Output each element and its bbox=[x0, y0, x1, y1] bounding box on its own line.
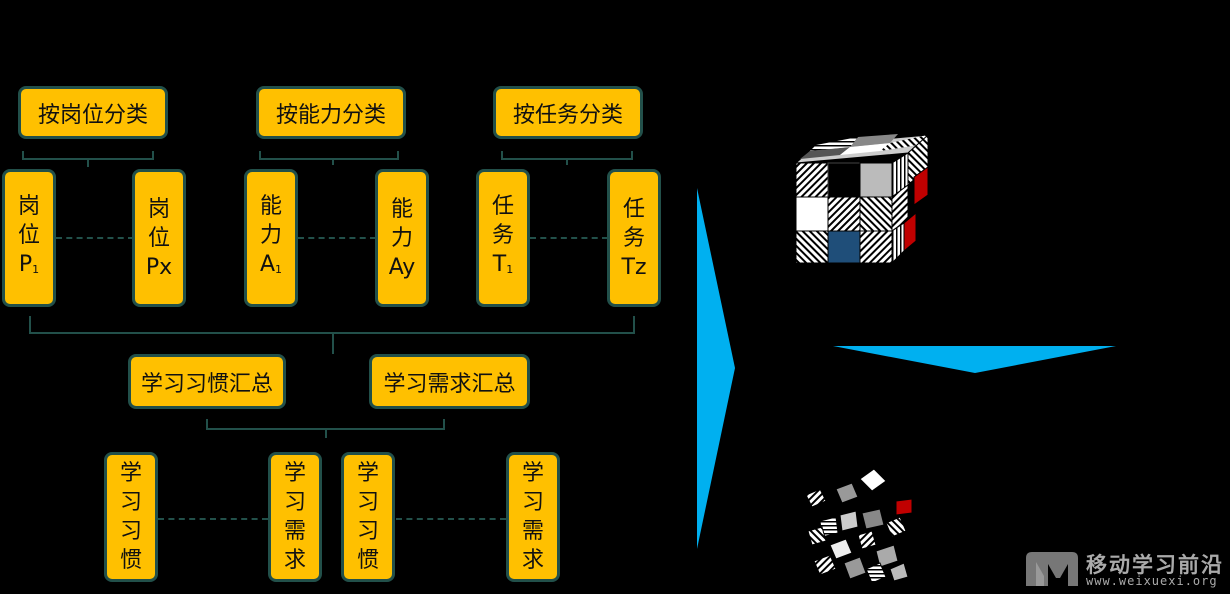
item-code-sub: 1 bbox=[275, 263, 283, 276]
item-code-main: A bbox=[259, 252, 276, 277]
item-char: 岗 bbox=[17, 194, 40, 219]
item-task-tz: 任 务 Tz bbox=[607, 169, 661, 307]
watermark-logo-icon bbox=[1026, 552, 1078, 586]
item-ability-a1: 能 力 A1 bbox=[244, 169, 298, 307]
category-label: 按任务分类 bbox=[512, 102, 623, 128]
item-study-need: 学 习 需 求 bbox=[268, 452, 322, 582]
item-char: 习 bbox=[521, 490, 544, 515]
item-char: 能 bbox=[390, 196, 413, 222]
item-code-sub: 1 bbox=[32, 263, 40, 276]
item-code-main: P bbox=[18, 252, 33, 277]
rubiks-cube-icon bbox=[794, 133, 930, 265]
brace-ability bbox=[259, 151, 399, 165]
summary-needs-box: 学习需求汇总 bbox=[369, 354, 530, 409]
item-char: 习 bbox=[119, 519, 142, 544]
item-char: 求 bbox=[521, 548, 544, 573]
item-study-habit: 学 习 习 惯 bbox=[104, 452, 158, 582]
item-code-main: T bbox=[492, 252, 507, 277]
item-char: 学 bbox=[119, 461, 142, 486]
item-char: 力 bbox=[390, 225, 413, 251]
item-char: 求 bbox=[283, 548, 306, 573]
item-code: T1 bbox=[493, 250, 513, 284]
summary-label: 学习需求汇总 bbox=[383, 371, 516, 397]
down-arrow-icon bbox=[833, 346, 1116, 373]
dashed-connector bbox=[158, 518, 268, 520]
item-char: 任 bbox=[491, 194, 514, 219]
item-position-p1: 岗 位 P1 bbox=[2, 169, 56, 307]
item-code: Px bbox=[145, 254, 173, 280]
item-char: 岗 bbox=[147, 196, 170, 222]
item-char: 能 bbox=[259, 194, 282, 219]
dashed-connector bbox=[56, 237, 134, 239]
item-ability-ay: 能 力 Ay bbox=[375, 169, 429, 307]
item-code: Ay bbox=[388, 254, 416, 280]
item-study-habit: 学 习 习 惯 bbox=[341, 452, 395, 582]
item-code-sub: 1 bbox=[506, 263, 514, 276]
item-char: 务 bbox=[491, 223, 514, 248]
brace-row1 bbox=[29, 316, 635, 354]
item-code: Tz bbox=[621, 254, 647, 280]
item-char: 习 bbox=[119, 490, 142, 515]
dashed-connector bbox=[530, 237, 608, 239]
item-char: 位 bbox=[147, 225, 170, 251]
dashed-connector bbox=[298, 237, 376, 239]
right-arrow-icon bbox=[697, 188, 735, 549]
scattered-cubes-icon bbox=[805, 468, 913, 584]
item-char: 学 bbox=[356, 461, 379, 486]
watermark-url: www.weixuexi.org bbox=[1086, 574, 1218, 588]
item-char: 学 bbox=[521, 461, 544, 486]
category-label: 按能力分类 bbox=[275, 102, 386, 128]
brace-summaries bbox=[206, 419, 445, 438]
category-label: 按岗位分类 bbox=[37, 102, 148, 128]
category-ability-box: 按能力分类 bbox=[256, 86, 406, 139]
item-char: 习 bbox=[283, 490, 306, 515]
brace-task bbox=[501, 151, 633, 165]
item-char: 需 bbox=[521, 519, 544, 544]
item-char: 习 bbox=[356, 519, 379, 544]
item-char: 力 bbox=[259, 223, 282, 248]
item-position-px: 岗 位 Px bbox=[132, 169, 186, 307]
watermark-title: 移动学习前沿 bbox=[1086, 553, 1224, 577]
item-char: 惯 bbox=[119, 548, 142, 573]
item-char: 务 bbox=[622, 225, 645, 251]
dashed-connector bbox=[396, 518, 506, 520]
item-study-need: 学 习 需 求 bbox=[506, 452, 560, 582]
item-char: 任 bbox=[622, 196, 645, 222]
summary-habits-box: 学习习惯汇总 bbox=[128, 354, 286, 409]
watermark: 移动学习前沿 www.weixuexi.org bbox=[1022, 548, 1227, 590]
item-task-t1: 任 务 T1 bbox=[476, 169, 530, 307]
item-char: 习 bbox=[356, 490, 379, 515]
brace-position bbox=[22, 151, 154, 167]
category-position-box: 按岗位分类 bbox=[18, 86, 168, 139]
item-char: 学 bbox=[283, 461, 306, 486]
item-char: 需 bbox=[283, 519, 306, 544]
item-char: 位 bbox=[17, 223, 40, 248]
item-code: P1 bbox=[19, 250, 39, 284]
item-code: A1 bbox=[260, 250, 282, 284]
summary-label: 学习习惯汇总 bbox=[140, 371, 273, 397]
item-char: 惯 bbox=[356, 548, 379, 573]
category-task-box: 按任务分类 bbox=[493, 86, 643, 139]
